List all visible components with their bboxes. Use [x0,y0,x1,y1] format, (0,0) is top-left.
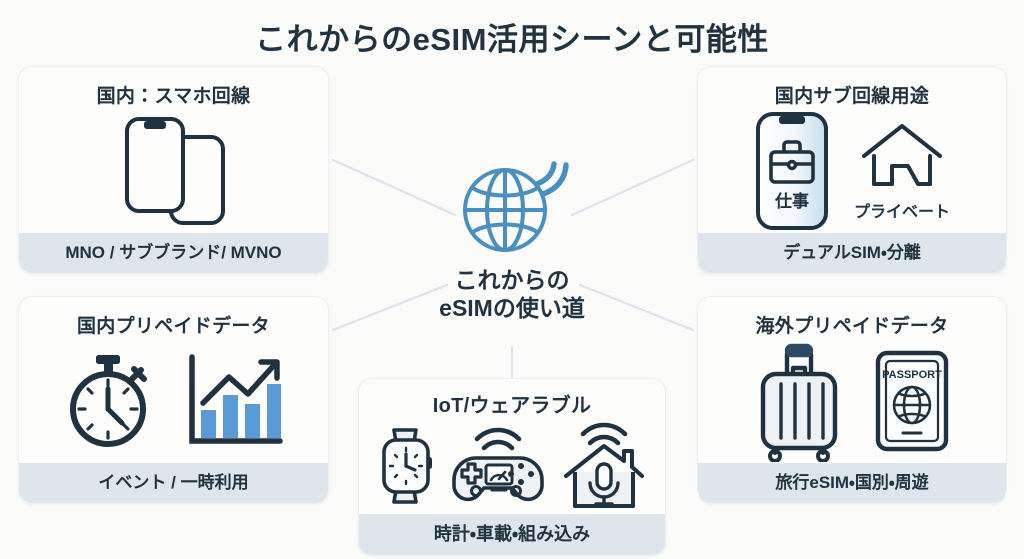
passport-label: PASSPORT [882,369,942,381]
card-footer: 時計・車載・組み込み [359,514,665,555]
smartwatch-icon [382,428,432,504]
suitcase-icon [760,343,838,462]
phone-briefcase-icon: 仕事 [755,111,828,230]
hub: これからの eSIMの使い道 [412,152,612,342]
card-footer: MNO / サブブランド/ MVNO [19,233,328,273]
globe-wifi-icon [463,161,569,252]
card-title: 国内サブ回線用途 [774,86,930,107]
card-icon-area [19,338,328,463]
passport-icon: PASSPORT [875,350,949,451]
card-footer: 旅行eSIM・国別・周遊 [698,463,1006,503]
card-domestic-prepaid-data[interactable]: 国内プリペイドデータ [18,296,329,504]
card-footer: デュアルSIM・分離 [698,233,1006,273]
hub-label-line2: eSIMの使い道 [439,295,585,322]
card-overseas-prepaid-data[interactable]: 海外プリペイドデータ [697,296,1007,504]
work-caption: 仕事 [774,191,809,211]
page-title: これからのeSIM活用シーンと可能性 [255,22,769,57]
card-title: 国内：スマホ回線 [96,86,251,107]
work-icon-group: 仕事 [754,110,830,232]
hub-label: これからの eSIMの使い道 [439,266,585,322]
card-title: 海外プリペイドデータ [755,316,949,337]
private-caption: プライベート [853,203,950,221]
card-footer: イベント / 一時利用 [19,463,328,503]
private-icon-group: プライベート [854,120,950,222]
card-title: IoT/ウェアラブル [432,395,592,417]
card-icon-area [359,418,665,514]
card-icon-area: PASSPORT [698,338,1006,463]
gamepad-wifi-icon [452,427,544,502]
smart-home-mic-icon [564,422,644,508]
bar-chart-growth-icon [188,353,283,444]
card-iot-wearable[interactable]: IoT/ウェアラブル [358,378,666,556]
card-icon-area: 仕事 プライベート [698,108,1006,233]
card-domestic-sub-line[interactable]: 国内サブ回線用途 [697,66,1007,274]
stopwatch-icon [69,354,147,447]
house-icon [861,123,942,186]
card-icon-area [19,108,328,233]
card-title: 国内プリペイドデータ [76,316,270,337]
hub-label-line1: これからの [454,267,570,293]
card-domestic-smartphone-line[interactable]: 国内：スマホ回線 MNO / サブブランド/ MVNO [18,66,329,274]
smartphone-icon [124,116,225,225]
